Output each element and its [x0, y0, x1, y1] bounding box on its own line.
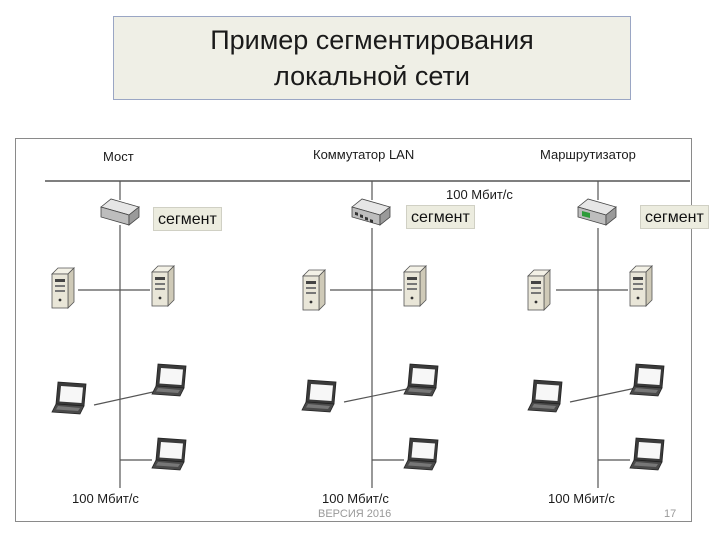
laptop-icon	[629, 363, 665, 397]
segment-bridge: 100 Мбит/с	[51, 181, 187, 506]
server-icon	[151, 265, 175, 307]
footer-version: ВЕРСИЯ 2016	[318, 508, 392, 520]
segment-router: 100 Мбит/с	[527, 181, 665, 506]
segment-label-3: сегмент	[640, 205, 709, 229]
segment-label-1: сегмент	[153, 207, 222, 231]
diagram-panel	[15, 138, 692, 522]
switch-label: Коммутатор LAN	[313, 147, 414, 162]
laptop-icon	[527, 379, 563, 413]
server-icon	[302, 269, 326, 311]
laptop-icon	[301, 379, 337, 413]
title-line-2: локальной сети	[274, 61, 470, 91]
bridge-label: Мост	[103, 149, 134, 164]
router-icon	[577, 198, 617, 226]
segment-speed-label: 100 Мбит/с	[322, 491, 389, 506]
server-icon	[403, 265, 427, 307]
title-line-1: Пример сегментирования	[210, 25, 534, 55]
bridge-icon	[100, 198, 140, 226]
segment-label-2: сегмент	[406, 205, 475, 229]
laptop-icon	[403, 437, 439, 471]
laptop-icon	[403, 363, 439, 397]
title-box: Пример сегментирования локальной сети	[113, 16, 631, 100]
laptop-icon	[51, 381, 87, 415]
laptop-icon	[151, 363, 187, 397]
laptop-icon	[151, 437, 187, 471]
server-icon	[527, 269, 551, 311]
laptop-icon	[629, 437, 665, 471]
segment-speed-label: 100 Мбит/с	[72, 491, 139, 506]
backbone-speed-label: 100 Мбит/с	[446, 187, 513, 202]
server-icon	[51, 267, 75, 309]
server-icon	[629, 265, 653, 307]
router-label: Маршрутизатор	[540, 147, 636, 162]
segment-speed-label: 100 Мбит/с	[548, 491, 615, 506]
segment-switch: 100 Мбит/с	[301, 181, 439, 506]
switch-icon	[351, 198, 391, 226]
footer-page-number: 17	[664, 508, 677, 520]
